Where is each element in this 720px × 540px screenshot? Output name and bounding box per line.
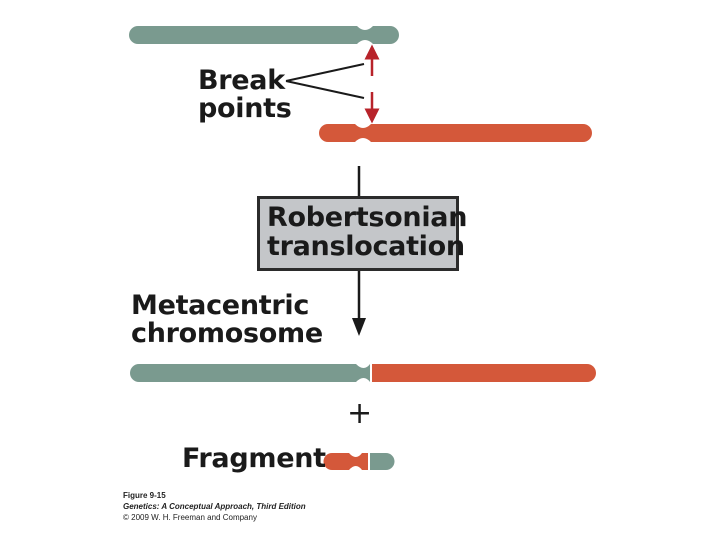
gray-acrocentric-chromosome [129, 26, 399, 44]
metacentric-chromosome-label: Metacentric chromosome [131, 290, 323, 350]
plus-sign: + [347, 396, 373, 431]
fragment-chromosome [323, 453, 395, 470]
figure-caption: Figure 9-15 Genetics: A Conceptual Appro… [123, 490, 306, 524]
fragment-label: Fragment [182, 443, 326, 474]
robertsonian-translocation-box: Robertsonian translocation [257, 196, 467, 271]
break-points-line-2: points [198, 93, 292, 125]
figure-number: Figure 9-15 [123, 491, 166, 500]
metacentric-line-1: Metacentric [131, 290, 310, 321]
break-points-pointer-lines [285, 63, 365, 99]
process-line-1: Robertsonian [267, 202, 468, 233]
process-arrow [352, 166, 366, 336]
metacentric-chromosome-shape [130, 364, 596, 382]
break-points-label: Break points [198, 65, 292, 125]
copyright-line: © 2009 W. H. Freeman and Company [123, 513, 257, 523]
metacentric-line-2: chromosome [131, 318, 323, 350]
book-title: Genetics: A Conceptual Approach, Third E… [123, 502, 306, 512]
break-points-line-1: Break [198, 65, 285, 96]
process-line-2: translocation [267, 231, 465, 263]
orange-acrocentric-chromosome [319, 124, 592, 142]
